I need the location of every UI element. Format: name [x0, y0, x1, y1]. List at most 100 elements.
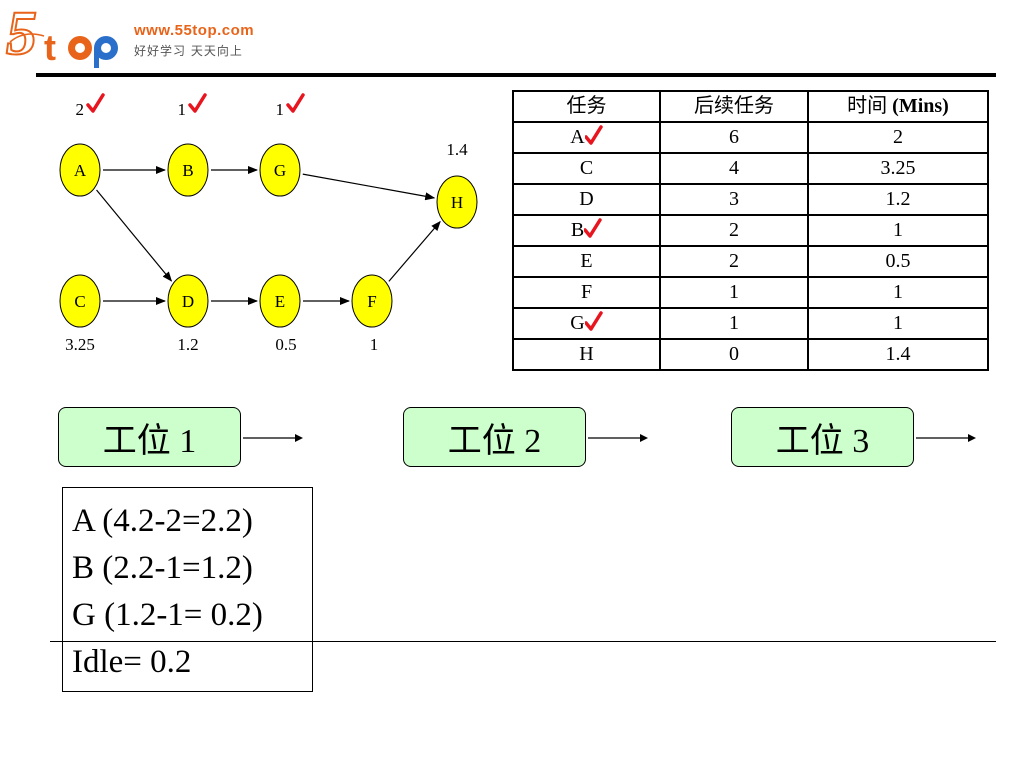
cell-time: 3.25 — [807, 152, 989, 185]
node-ellipse — [436, 175, 478, 229]
node-D: D — [167, 274, 209, 328]
node-E: E — [259, 274, 301, 328]
footer-rule — [50, 641, 996, 642]
node-label: A — [74, 161, 87, 180]
node-ellipse — [167, 274, 209, 328]
node-ellipse — [167, 143, 209, 197]
node-A: A — [59, 143, 101, 197]
node-ellipse — [59, 274, 101, 328]
header-rule — [36, 73, 996, 77]
node-C: C — [59, 274, 101, 328]
node-H: H — [436, 175, 478, 229]
node-ellipse — [259, 143, 301, 197]
calculation-box: A (4.2-2=2.2) B (2.2-1=1.2) G (1.2-1= 0.… — [62, 487, 313, 692]
cell-task: G — [512, 307, 661, 340]
node-F: F — [351, 274, 393, 328]
station-box-1: 工位 1 — [58, 407, 241, 467]
edge-G-H — [302, 173, 436, 201]
cell-successors: 1 — [659, 307, 809, 340]
cell-time: 1.2 — [807, 183, 989, 216]
node-ellipse — [59, 143, 101, 197]
cell-successors: 2 — [659, 214, 809, 247]
station-arrow-icon — [588, 434, 648, 442]
cell-successors: 0 — [659, 338, 809, 371]
task-id: C — [579, 157, 594, 179]
node-time-label: 3.25 — [65, 335, 95, 354]
node-G: G — [259, 143, 301, 197]
check-icon — [188, 93, 207, 113]
cell-task: B — [512, 214, 661, 247]
header-time-label: 时间 — [847, 95, 888, 117]
node-ellipse — [351, 274, 393, 328]
header-successors: 后续任务 — [659, 90, 809, 123]
cell-successors: 6 — [659, 121, 809, 154]
node-B: B — [167, 143, 209, 197]
header-time: 时间 (Mins) — [807, 90, 989, 123]
station-arrow-icon — [916, 434, 976, 442]
header-task: 任务 — [512, 90, 661, 123]
node-label: G — [274, 161, 286, 180]
check-icon — [286, 93, 305, 113]
station-arrow-icon — [243, 434, 303, 442]
node-time-label: 1 — [178, 100, 187, 119]
node-label: D — [182, 292, 194, 311]
cell-successors: 1 — [659, 276, 809, 309]
task-id: A — [570, 126, 585, 148]
task-id: B — [570, 219, 585, 241]
svg-text:t: t — [44, 27, 56, 68]
edge-F-H — [388, 220, 441, 282]
node-label: E — [275, 292, 285, 311]
check-icon — [584, 125, 603, 145]
check-icon — [584, 218, 602, 238]
cell-time: 1.4 — [807, 338, 989, 371]
node-label: B — [182, 161, 193, 180]
node-time-label: 1.2 — [177, 335, 198, 354]
cell-time: 1 — [807, 307, 989, 340]
cell-time: 1 — [807, 214, 989, 247]
calc-line: Idle= 0.2 — [72, 644, 192, 680]
task-id: H — [579, 343, 594, 365]
check-icon — [584, 311, 603, 331]
node-time-label: 2 — [76, 100, 85, 119]
station-box-3: 工位 3 — [731, 407, 914, 467]
cell-task: F — [512, 276, 661, 309]
task-id: E — [580, 250, 593, 272]
node-time-label: 0.5 — [275, 335, 296, 354]
cell-time: 1 — [807, 276, 989, 309]
station-box-2: 工位 2 — [403, 407, 586, 467]
logo-slogan-text: 好好学习 天天向上 — [134, 44, 243, 58]
check-icon — [86, 93, 105, 113]
calc-line: B (2.2-1=1.2) — [72, 550, 253, 586]
logo-url-text: www.55top.com — [134, 22, 255, 39]
cell-successors: 2 — [659, 245, 809, 278]
cell-task: C — [512, 152, 661, 185]
node-label: F — [367, 292, 376, 311]
node-time-label: 1.4 — [446, 140, 468, 159]
cell-time: 0.5 — [807, 245, 989, 278]
table-header-row: 任务 后续任务 时间 (Mins) — [512, 90, 989, 123]
task-id: F — [580, 281, 593, 303]
site-logo: 5 t — [5, 2, 118, 69]
node-ellipse — [259, 274, 301, 328]
calc-line: G (1.2-1= 0.2) — [72, 597, 263, 633]
calc-line: A (4.2-2=2.2) — [72, 503, 253, 539]
cell-successors: 3 — [659, 183, 809, 216]
node-label: C — [74, 292, 85, 311]
node-label: H — [451, 193, 463, 212]
task-id: G — [570, 312, 585, 334]
node-time-label: 1 — [276, 100, 285, 119]
edge-A-D — [96, 189, 173, 282]
cell-task: A — [512, 121, 661, 154]
cell-task: H — [512, 338, 661, 371]
cell-task: E — [512, 245, 661, 278]
